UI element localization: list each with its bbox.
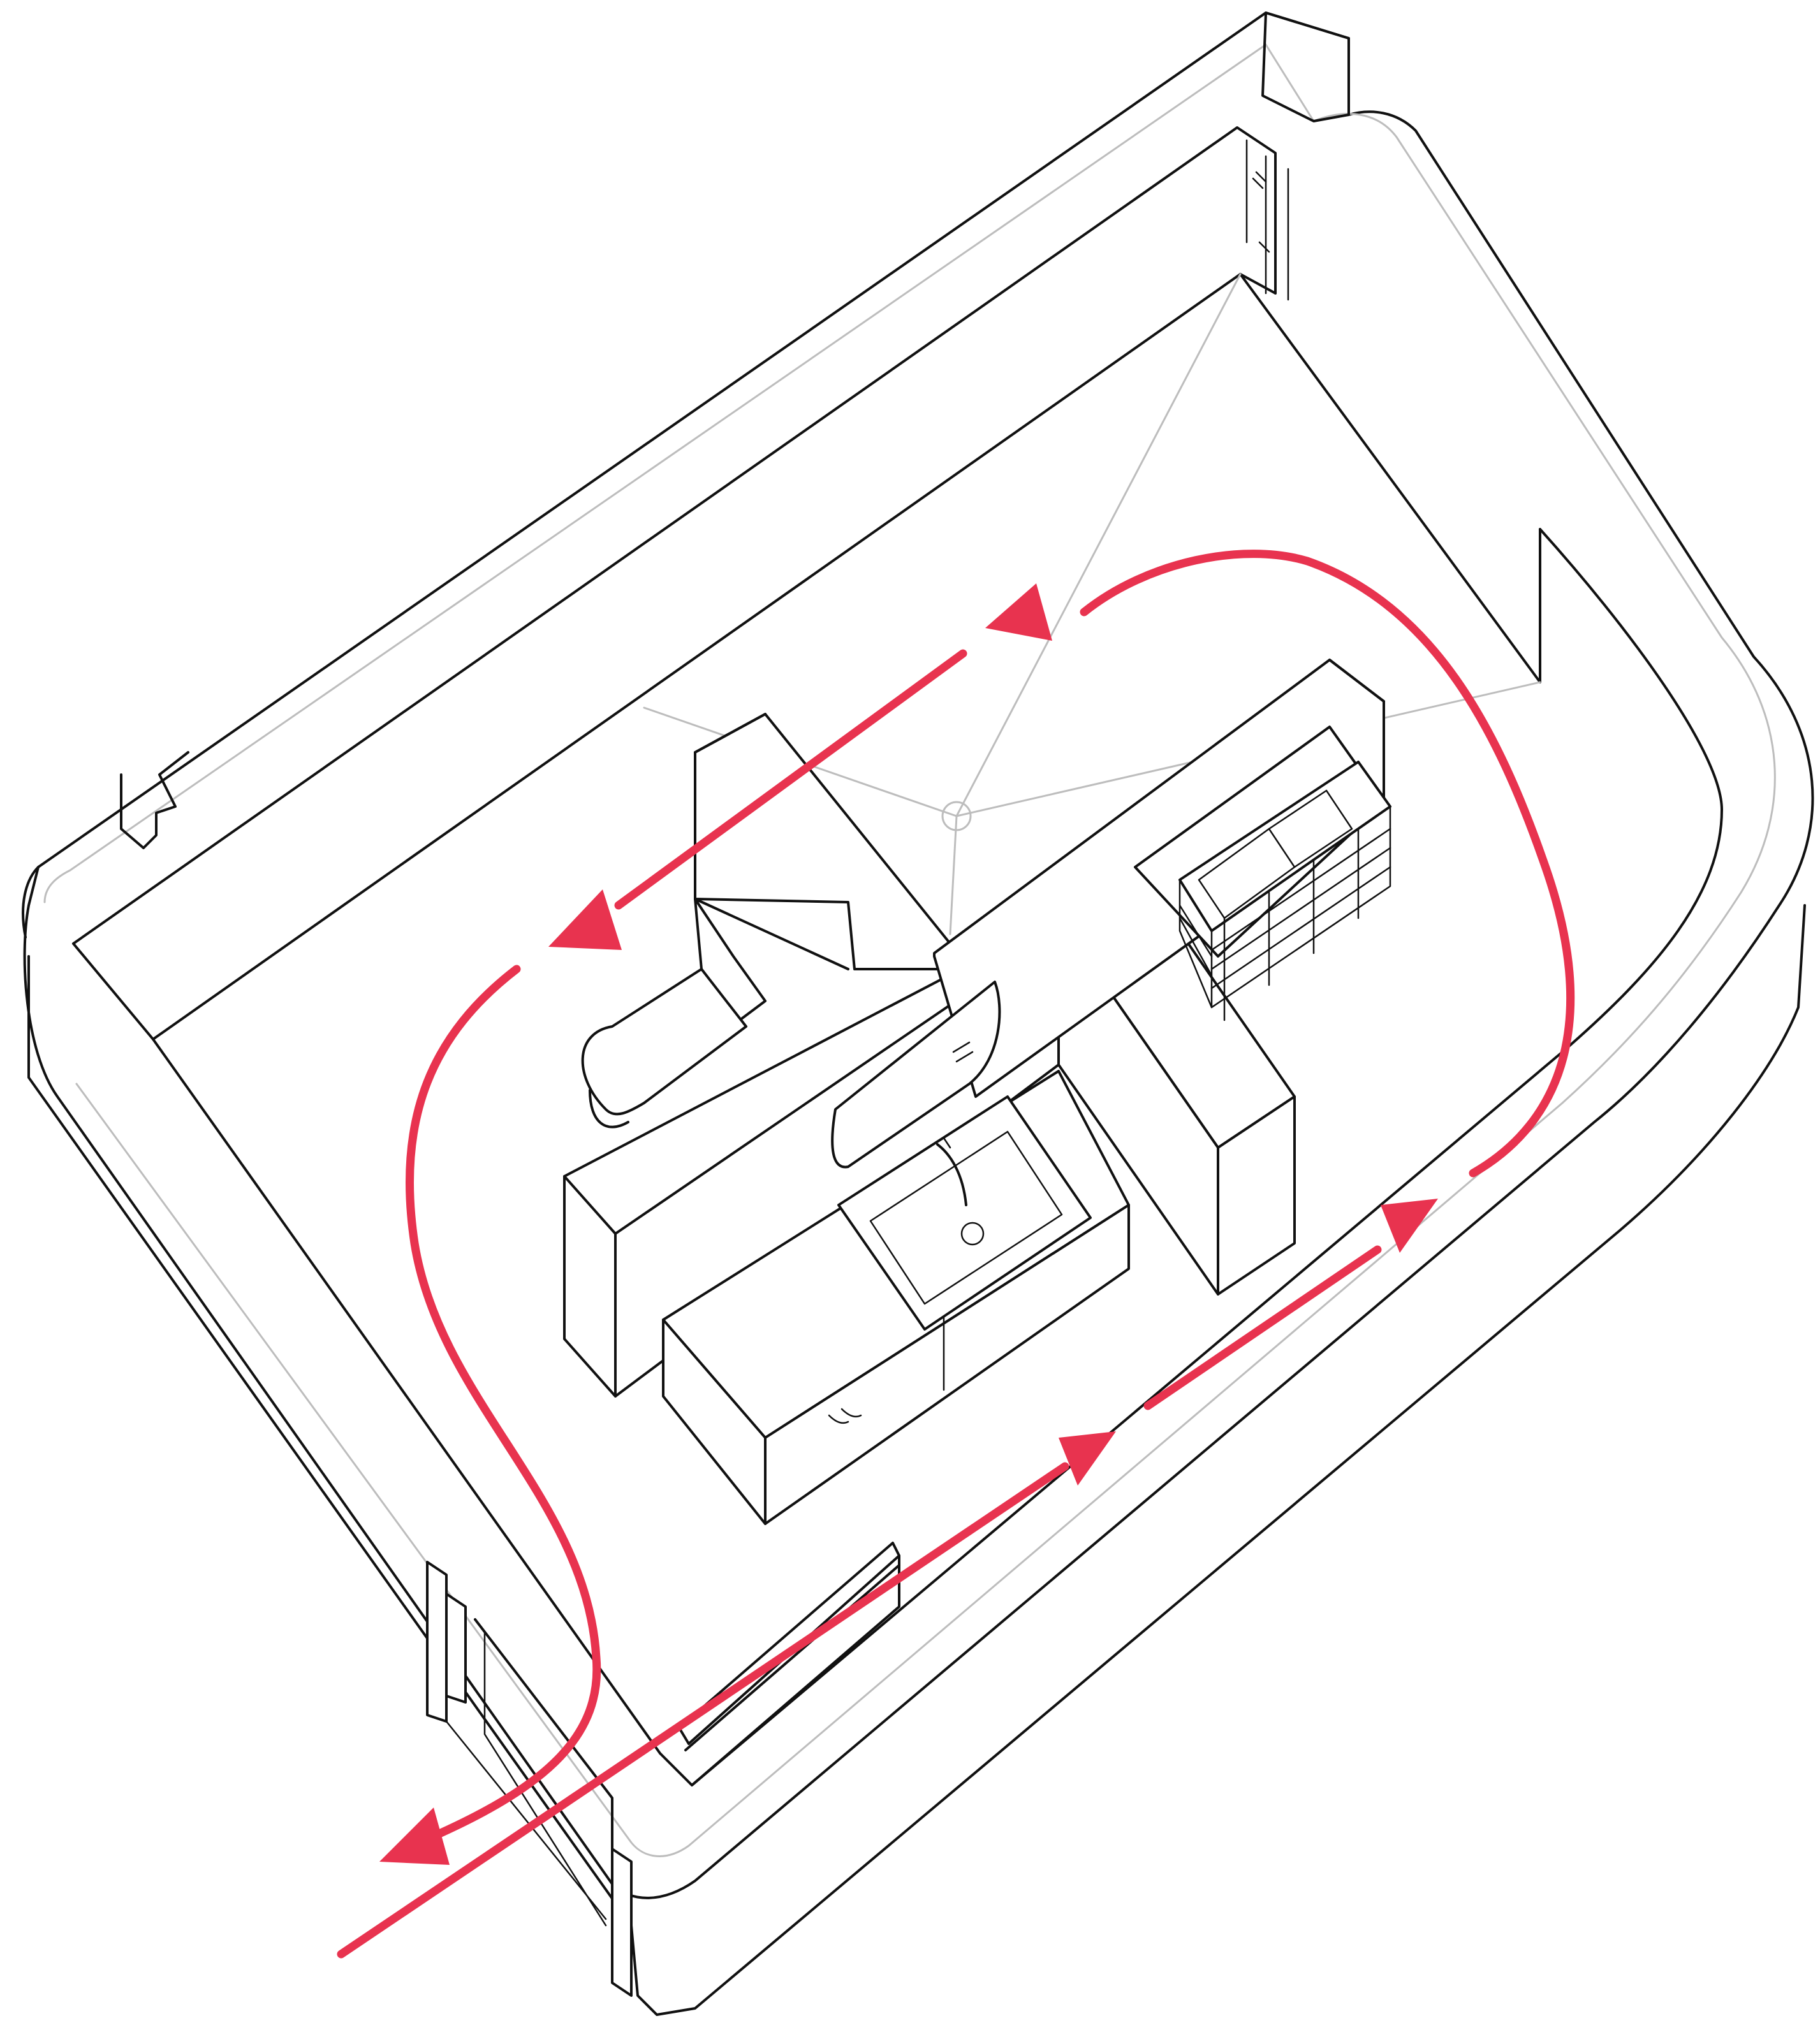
flow-arrowhead-exit (379, 1808, 450, 1865)
circulation-arrows (337, 550, 1575, 1959)
flow-arrowhead-top-left (548, 889, 622, 950)
flow-arrowhead-bottom-right (1381, 1199, 1438, 1253)
mirror (831, 981, 1001, 1169)
flow-path-entry-main (337, 1462, 1069, 1959)
washbasin-sink (837, 1095, 1092, 1331)
flow-path-right-loop (1080, 550, 1575, 1178)
entry-door (426, 1561, 633, 1997)
inner-floor-outline (72, 126, 1723, 1786)
toilet (581, 898, 767, 1128)
flow-path-top-segment (614, 649, 967, 910)
flow-arrowhead-entry-main (1059, 1431, 1116, 1486)
flow-path-bottom-right (1143, 1245, 1382, 1410)
flow-arrowhead-top-right (985, 583, 1052, 641)
flow-path-left-loop (405, 965, 601, 1841)
storage-shelf (1134, 726, 1391, 1021)
